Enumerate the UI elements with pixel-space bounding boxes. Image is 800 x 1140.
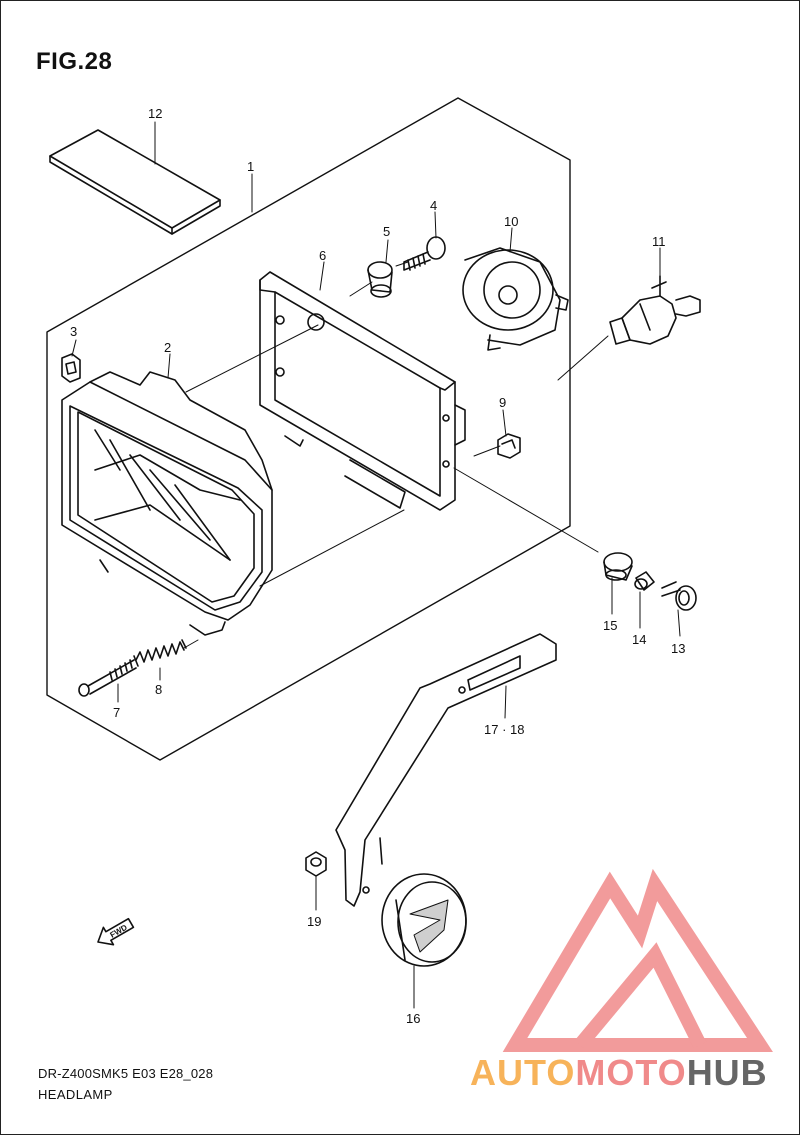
- lens-unit-drawing: [61, 371, 273, 636]
- callout-7: 7: [113, 705, 120, 720]
- watermark-logo: [502, 868, 773, 1052]
- callout-6: 6: [319, 248, 326, 263]
- watermark-moto: MOTO: [575, 1052, 687, 1093]
- callout-16: 16: [406, 1011, 420, 1026]
- decal-sheet-drawing: [49, 129, 221, 235]
- callout-2: 2: [164, 340, 171, 355]
- socket-cover-drawing: [462, 247, 569, 351]
- callout-17-18: 17 · 18: [484, 722, 524, 737]
- nut-19-drawing: [305, 851, 327, 877]
- callout-8: 8: [155, 682, 162, 697]
- cushion-5-drawing: [367, 261, 393, 298]
- callout-13: 13: [671, 641, 685, 656]
- bracket-drawing: [335, 633, 557, 907]
- callout-14: 14: [632, 632, 646, 647]
- bulb-drawing: [609, 275, 701, 345]
- callout-1: 1: [247, 159, 254, 174]
- callout-3: 3: [70, 324, 77, 339]
- spring-8-drawing: [133, 639, 187, 667]
- bolt-13-drawing: [661, 581, 697, 611]
- leader-lines: [71, 121, 681, 1009]
- reflector-16-drawing: [381, 873, 467, 967]
- callout-10: 10: [504, 214, 518, 229]
- assembly-outline: [46, 97, 571, 761]
- callout-12: 12: [148, 106, 162, 121]
- adjust-screw-7-drawing: [78, 659, 137, 697]
- grommet-15-drawing: [603, 552, 633, 581]
- nut-9-drawing: [497, 433, 521, 459]
- callout-19: 19: [307, 914, 321, 929]
- watermark-auto: AUTO: [470, 1052, 576, 1093]
- figure-title: FIG.28: [36, 48, 113, 75]
- callout-15: 15: [603, 618, 617, 633]
- nut-3-drawing: [61, 353, 81, 383]
- spacer-14-drawing: [634, 571, 655, 591]
- fwd-arrow: [97, 917, 135, 946]
- callout-9: 9: [499, 395, 506, 410]
- callout-labels: 12 1 4 5 10 11 6 3 2 9 15 14 13 8 7 17 ·…: [70, 106, 685, 1026]
- callout-4: 4: [430, 198, 437, 213]
- housing-frame-drawing: [259, 271, 466, 511]
- screw-4-drawing: [403, 236, 446, 271]
- watermark-hub: HUB: [686, 1052, 768, 1093]
- section-name: HEADLAMP: [38, 1087, 113, 1102]
- callout-11: 11: [652, 234, 666, 249]
- callout-5: 5: [383, 224, 390, 239]
- watermark-text: AUTOMOTOHUB: [470, 1052, 768, 1094]
- model-code: DR-Z400SMK5 E03 E28_028: [38, 1066, 214, 1081]
